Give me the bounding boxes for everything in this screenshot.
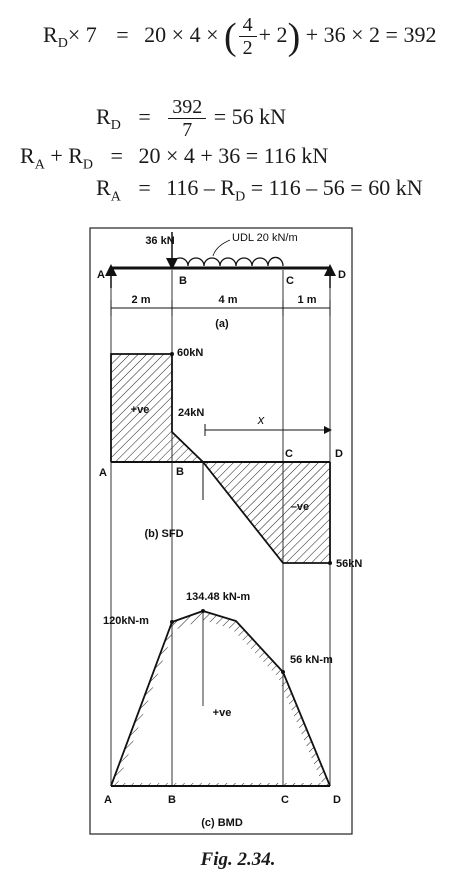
eq3-eq-sign: = (110, 143, 123, 168)
eq4-eq-sign: = (138, 175, 151, 200)
bmd-interior (118, 620, 322, 783)
sfd-title: (b) SFD (144, 528, 183, 540)
eq1-frac-num: 4 (238, 14, 257, 37)
eq1-r: R (43, 21, 58, 47)
eq1-part1: 20 × 4 × (144, 21, 219, 47)
bmd-point-56 (281, 670, 285, 674)
eq3-rest: 20 × 4 + 36 = 116 kN (138, 143, 329, 168)
part-a-label: (a) (215, 318, 229, 330)
label-a-beam: A (97, 269, 105, 281)
sfd-label-d: D (335, 448, 343, 460)
bmd-title: (c) BMD (201, 817, 243, 829)
dim-label-4m: 4 m (219, 294, 238, 306)
eq2-eq-sign: = (138, 103, 151, 129)
sfd-positive-sign: +ve (131, 404, 150, 416)
sfd-label-c: C (285, 448, 293, 460)
bmd-label-56: 56 kN-m (290, 654, 333, 666)
bmd-label-120: 120kN-m (103, 615, 149, 627)
eq2-frac-num: 392 (168, 96, 207, 119)
eq1-lhs-rest: × 7 (67, 21, 97, 47)
eq3-r1: R (20, 143, 35, 168)
sfd-negative-outline (202, 461, 331, 564)
sfd-point-56 (328, 561, 332, 565)
eq1-close-paren: ) (287, 15, 301, 58)
equation-ra: RA = 116 – RD = 116 – 56 = 60 kN (96, 175, 423, 205)
sfd-point-60 (170, 352, 174, 356)
eq2-sub: D (110, 117, 121, 133)
eq3-r2: R (68, 143, 83, 168)
sfd-label-60: 60kN (177, 347, 203, 359)
sfd-label-56: 56kN (336, 558, 362, 570)
figure-caption: Fig. 2.34. (200, 849, 276, 870)
bmd-point-120 (170, 620, 174, 624)
sfd-label-b: B (176, 466, 184, 478)
label-d-beam: D (338, 269, 346, 281)
sfd-positive-area (111, 354, 203, 462)
eq4-s2: D (235, 189, 246, 205)
eq3-plus: + (44, 143, 69, 168)
equation-ra-plus-rd: RA + RD = 20 × 4 + 36 = 116 kN (20, 143, 328, 173)
eq1-part2: + 2 (258, 21, 288, 47)
eq3-s2: D (82, 157, 94, 173)
bmd-label-b: B (168, 794, 176, 806)
sfd-negative-area (203, 462, 330, 563)
dim-label-1m: 1 m (298, 294, 317, 306)
eq4-rest1: 116 – R (166, 175, 236, 200)
label-b-beam: B (179, 275, 187, 287)
point-load-label: 36 kN (145, 235, 174, 247)
bmd-label-134: 134.48 kN-m (186, 591, 250, 603)
sfd-label-a: A (99, 467, 107, 479)
figure-frame (89, 227, 353, 835)
bmd-label-a: A (104, 794, 112, 806)
x-label: x (257, 412, 265, 427)
eq4-rest2: = 116 – 56 = 60 kN (245, 175, 423, 200)
eq4-r1: R (96, 175, 111, 200)
bmd-outline (110, 610, 331, 787)
sfd-label-24: 24kN (178, 407, 204, 419)
eq1-eq-sign: = (116, 21, 129, 47)
eq2-rest: = 56 kN (213, 103, 287, 129)
eq2-r: R (96, 103, 111, 129)
label-c-beam: C (286, 275, 294, 287)
eq1-open-paren: ( (223, 15, 237, 58)
dim-label-2m: 2 m (132, 294, 151, 306)
eq2-frac-den: 7 (182, 119, 193, 141)
eq1-sub: D (57, 35, 68, 51)
eq1-part3: + 36 × 2 = (305, 21, 398, 47)
bmd-label-d: D (333, 794, 341, 806)
eq3-s1: A (34, 157, 45, 173)
eq1-frac-den: 2 (242, 37, 253, 59)
udl-symbol (171, 256, 284, 267)
eq4-s1: A (110, 189, 121, 205)
sfd-negative-sign: –ve (291, 501, 309, 513)
bmd-positive-sign: +ve (213, 707, 232, 719)
bmd-label-c: C (281, 794, 289, 806)
bmd-point-134 (201, 609, 205, 613)
udl-leader (212, 239, 231, 257)
eq1-result: 392 (403, 21, 437, 47)
udl-label: UDL 20 kN/m (232, 232, 298, 244)
